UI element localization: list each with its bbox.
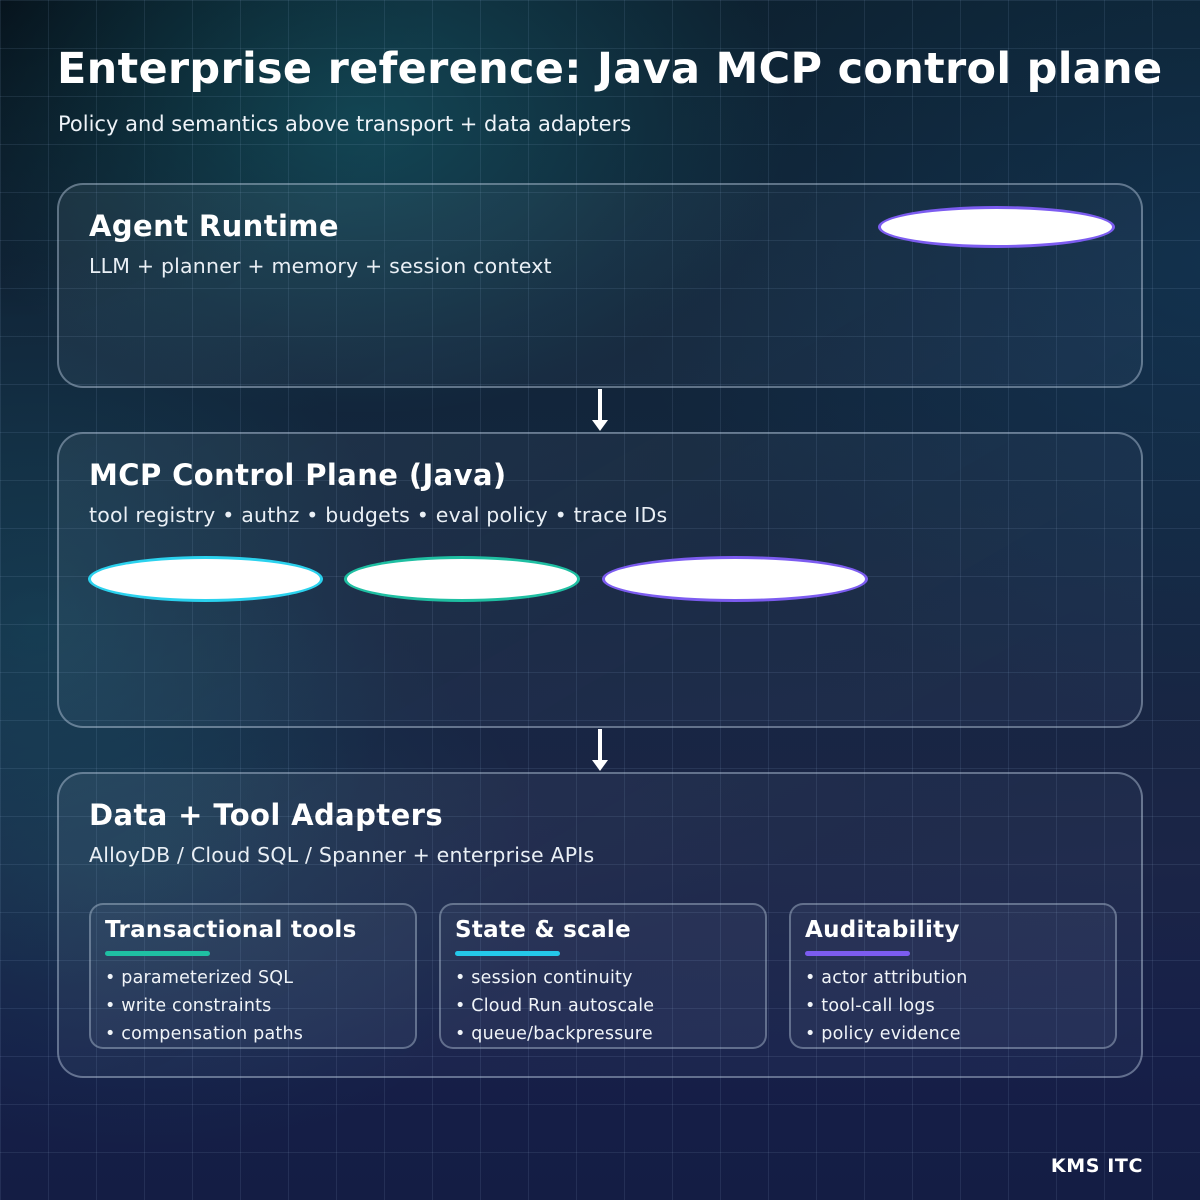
arrow-head (592, 420, 608, 431)
layer-data-tool-adapters: Data + Tool Adapters AlloyDB / Cloud SQL… (57, 772, 1143, 1078)
list-item: • tool-call logs (805, 996, 935, 1016)
layer-mcp-control-plane: MCP Control Plane (Java) tool registry •… (57, 432, 1143, 728)
agent-runtime-node-ellipse (878, 206, 1115, 248)
page-subtitle: Policy and semantics above transport + d… (58, 112, 632, 136)
card-state-scale-list: • session continuity • Cloud Run autosca… (455, 964, 751, 1048)
agent-runtime-title: Agent Runtime (89, 209, 339, 243)
mcp-control-plane-title: MCP Control Plane (Java) (89, 458, 507, 492)
card-state-scale: State & scale • session continuity • Clo… (439, 903, 767, 1049)
card-auditability-title: Auditability (805, 917, 960, 943)
agent-runtime-subtitle: LLM + planner + memory + session context (89, 254, 552, 278)
card-auditability-list: • actor attribution • tool-call logs • p… (805, 964, 1101, 1048)
mcp-control-plane-subtitle: tool registry • authz • budgets • eval p… (89, 503, 668, 527)
teal-accent-bar (105, 951, 210, 956)
arrow-shaft (598, 389, 602, 420)
control-plane-node-ellipse-2 (344, 556, 580, 602)
layer-agent-runtime: Agent Runtime LLM + planner + memory + s… (57, 183, 1143, 388)
list-item: • Cloud Run autoscale (455, 996, 655, 1016)
list-item: • policy evidence (805, 1024, 961, 1044)
list-item: • queue/backpressure (455, 1024, 653, 1044)
card-auditability: Auditability • actor attribution • tool-… (789, 903, 1117, 1049)
list-item: • session continuity (455, 968, 633, 988)
list-item: • parameterized SQL (105, 968, 294, 988)
arrow-shaft (598, 729, 602, 760)
list-item: • compensation paths (105, 1024, 304, 1044)
control-plane-node-ellipse-3 (602, 556, 868, 602)
card-state-scale-title: State & scale (455, 917, 631, 943)
card-transactional-tools: Transactional tools • parameterized SQL … (89, 903, 417, 1049)
brand-label: KMS ITC (1050, 1155, 1143, 1177)
arrow-head (592, 760, 608, 771)
data-tool-adapters-title: Data + Tool Adapters (89, 798, 444, 832)
card-transactional-tools-list: • parameterized SQL • write constraints … (105, 964, 401, 1048)
list-item: • actor attribution (805, 968, 968, 988)
arrow-down-icon (592, 729, 608, 771)
card-transactional-tools-title: Transactional tools (105, 917, 357, 943)
data-tool-adapters-subtitle: AlloyDB / Cloud SQL / Spanner + enterpri… (89, 843, 595, 867)
arrow-down-icon (592, 389, 608, 431)
control-plane-node-ellipse-1 (88, 556, 323, 602)
purple-accent-bar (805, 951, 910, 956)
cyan-accent-bar (455, 951, 560, 956)
page-title: Enterprise reference: Java MCP control p… (57, 44, 1163, 94)
list-item: • write constraints (105, 996, 272, 1016)
adapter-cards-row: Transactional tools • parameterized SQL … (89, 903, 1117, 1049)
